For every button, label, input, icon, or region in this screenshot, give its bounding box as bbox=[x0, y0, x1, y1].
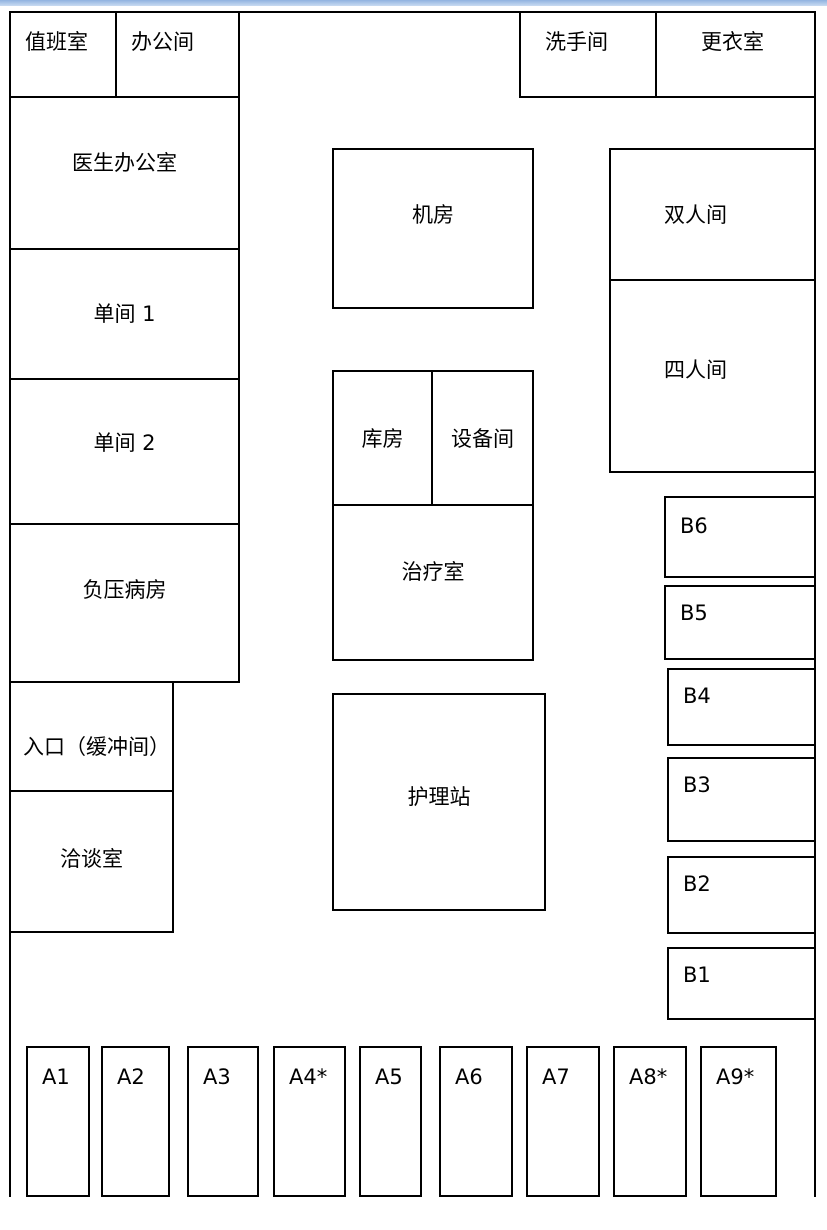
room-consult-label: 洽谈室 bbox=[60, 846, 123, 871]
bed-b3: B3 bbox=[667, 757, 816, 842]
room-equipment: 设备间 bbox=[431, 370, 534, 506]
room-entrance: 入口（缓冲间） bbox=[9, 681, 174, 792]
room-washroom-label: 洗手间 bbox=[545, 30, 608, 54]
room-nurse-station-label: 护理站 bbox=[407, 785, 471, 809]
room-single-1: 单间 1 bbox=[9, 248, 240, 380]
room-negative-pressure-label: 负压病房 bbox=[82, 578, 167, 602]
room-locker: 更衣室 bbox=[655, 11, 816, 98]
bed-b5: B5 bbox=[664, 585, 816, 660]
bed-b4: B4 bbox=[667, 668, 816, 746]
top-border-line bbox=[0, 0, 827, 6]
bed-a7-label: A7 bbox=[542, 1065, 570, 1089]
room-storage: 库房 bbox=[332, 370, 433, 506]
bed-a2-label: A2 bbox=[117, 1065, 145, 1089]
room-nurse-station: 护理站 bbox=[332, 693, 546, 911]
bed-b2: B2 bbox=[667, 856, 816, 934]
room-double-label: 双人间 bbox=[664, 202, 727, 227]
room-office: 办公间 bbox=[115, 11, 240, 98]
bed-a2: A2 bbox=[101, 1046, 170, 1197]
room-office-label: 办公间 bbox=[131, 30, 194, 54]
bed-a1: A1 bbox=[26, 1046, 90, 1197]
room-locker-label: 更衣室 bbox=[701, 30, 764, 54]
bed-b6-label: B6 bbox=[680, 514, 708, 538]
room-negative-pressure: 负压病房 bbox=[9, 523, 240, 683]
room-quad-label: 四人间 bbox=[664, 358, 727, 382]
room-doctor-office-label: 医生办公室 bbox=[72, 151, 177, 175]
room-entrance-label: 入口（缓冲间） bbox=[23, 735, 170, 759]
bed-b1-label: B1 bbox=[683, 963, 711, 987]
bed-b3-label: B3 bbox=[683, 773, 711, 797]
room-storage-label: 库房 bbox=[361, 427, 404, 451]
room-double: 双人间 bbox=[609, 148, 816, 281]
bed-a8: A8* bbox=[613, 1046, 687, 1197]
room-single-2-label: 单间 2 bbox=[93, 430, 156, 455]
room-single-2: 单间 2 bbox=[9, 378, 240, 525]
room-treatment: 治疗室 bbox=[332, 504, 534, 661]
bed-a6-label: A6 bbox=[455, 1065, 483, 1089]
bed-b5-label: B5 bbox=[680, 601, 708, 625]
bed-a7: A7 bbox=[526, 1046, 600, 1197]
bed-b6: B6 bbox=[664, 496, 816, 578]
bed-a3-label: A3 bbox=[203, 1065, 231, 1089]
room-machine: 机房 bbox=[332, 148, 534, 309]
room-washroom: 洗手间 bbox=[519, 11, 657, 98]
room-consult: 洽谈室 bbox=[9, 790, 174, 933]
room-treatment-label: 治疗室 bbox=[401, 559, 465, 584]
bed-a1-label: A1 bbox=[42, 1065, 70, 1089]
bed-a6: A6 bbox=[439, 1046, 513, 1197]
bed-a4: A4* bbox=[273, 1046, 346, 1197]
room-single-1-label: 单间 1 bbox=[93, 302, 156, 326]
room-equipment-label: 设备间 bbox=[451, 427, 514, 451]
bed-a5-label: A5 bbox=[375, 1065, 403, 1089]
room-doctor-office: 医生办公室 bbox=[9, 96, 240, 250]
bed-b2-label: B2 bbox=[683, 872, 711, 896]
bed-a3: A3 bbox=[187, 1046, 259, 1197]
room-machine-label: 机房 bbox=[412, 202, 454, 227]
bed-b1: B1 bbox=[667, 947, 816, 1020]
bed-b4-label: B4 bbox=[683, 684, 711, 708]
bed-a4-label: A4* bbox=[289, 1065, 328, 1089]
room-duty: 值班室 bbox=[9, 11, 117, 98]
bed-a5: A5 bbox=[359, 1046, 422, 1197]
bed-a9-label: A9* bbox=[716, 1065, 755, 1089]
bed-a9: A9* bbox=[700, 1046, 777, 1197]
room-duty-label: 值班室 bbox=[25, 30, 88, 54]
bed-a8-label: A8* bbox=[629, 1065, 668, 1089]
room-quad: 四人间 bbox=[609, 279, 816, 473]
